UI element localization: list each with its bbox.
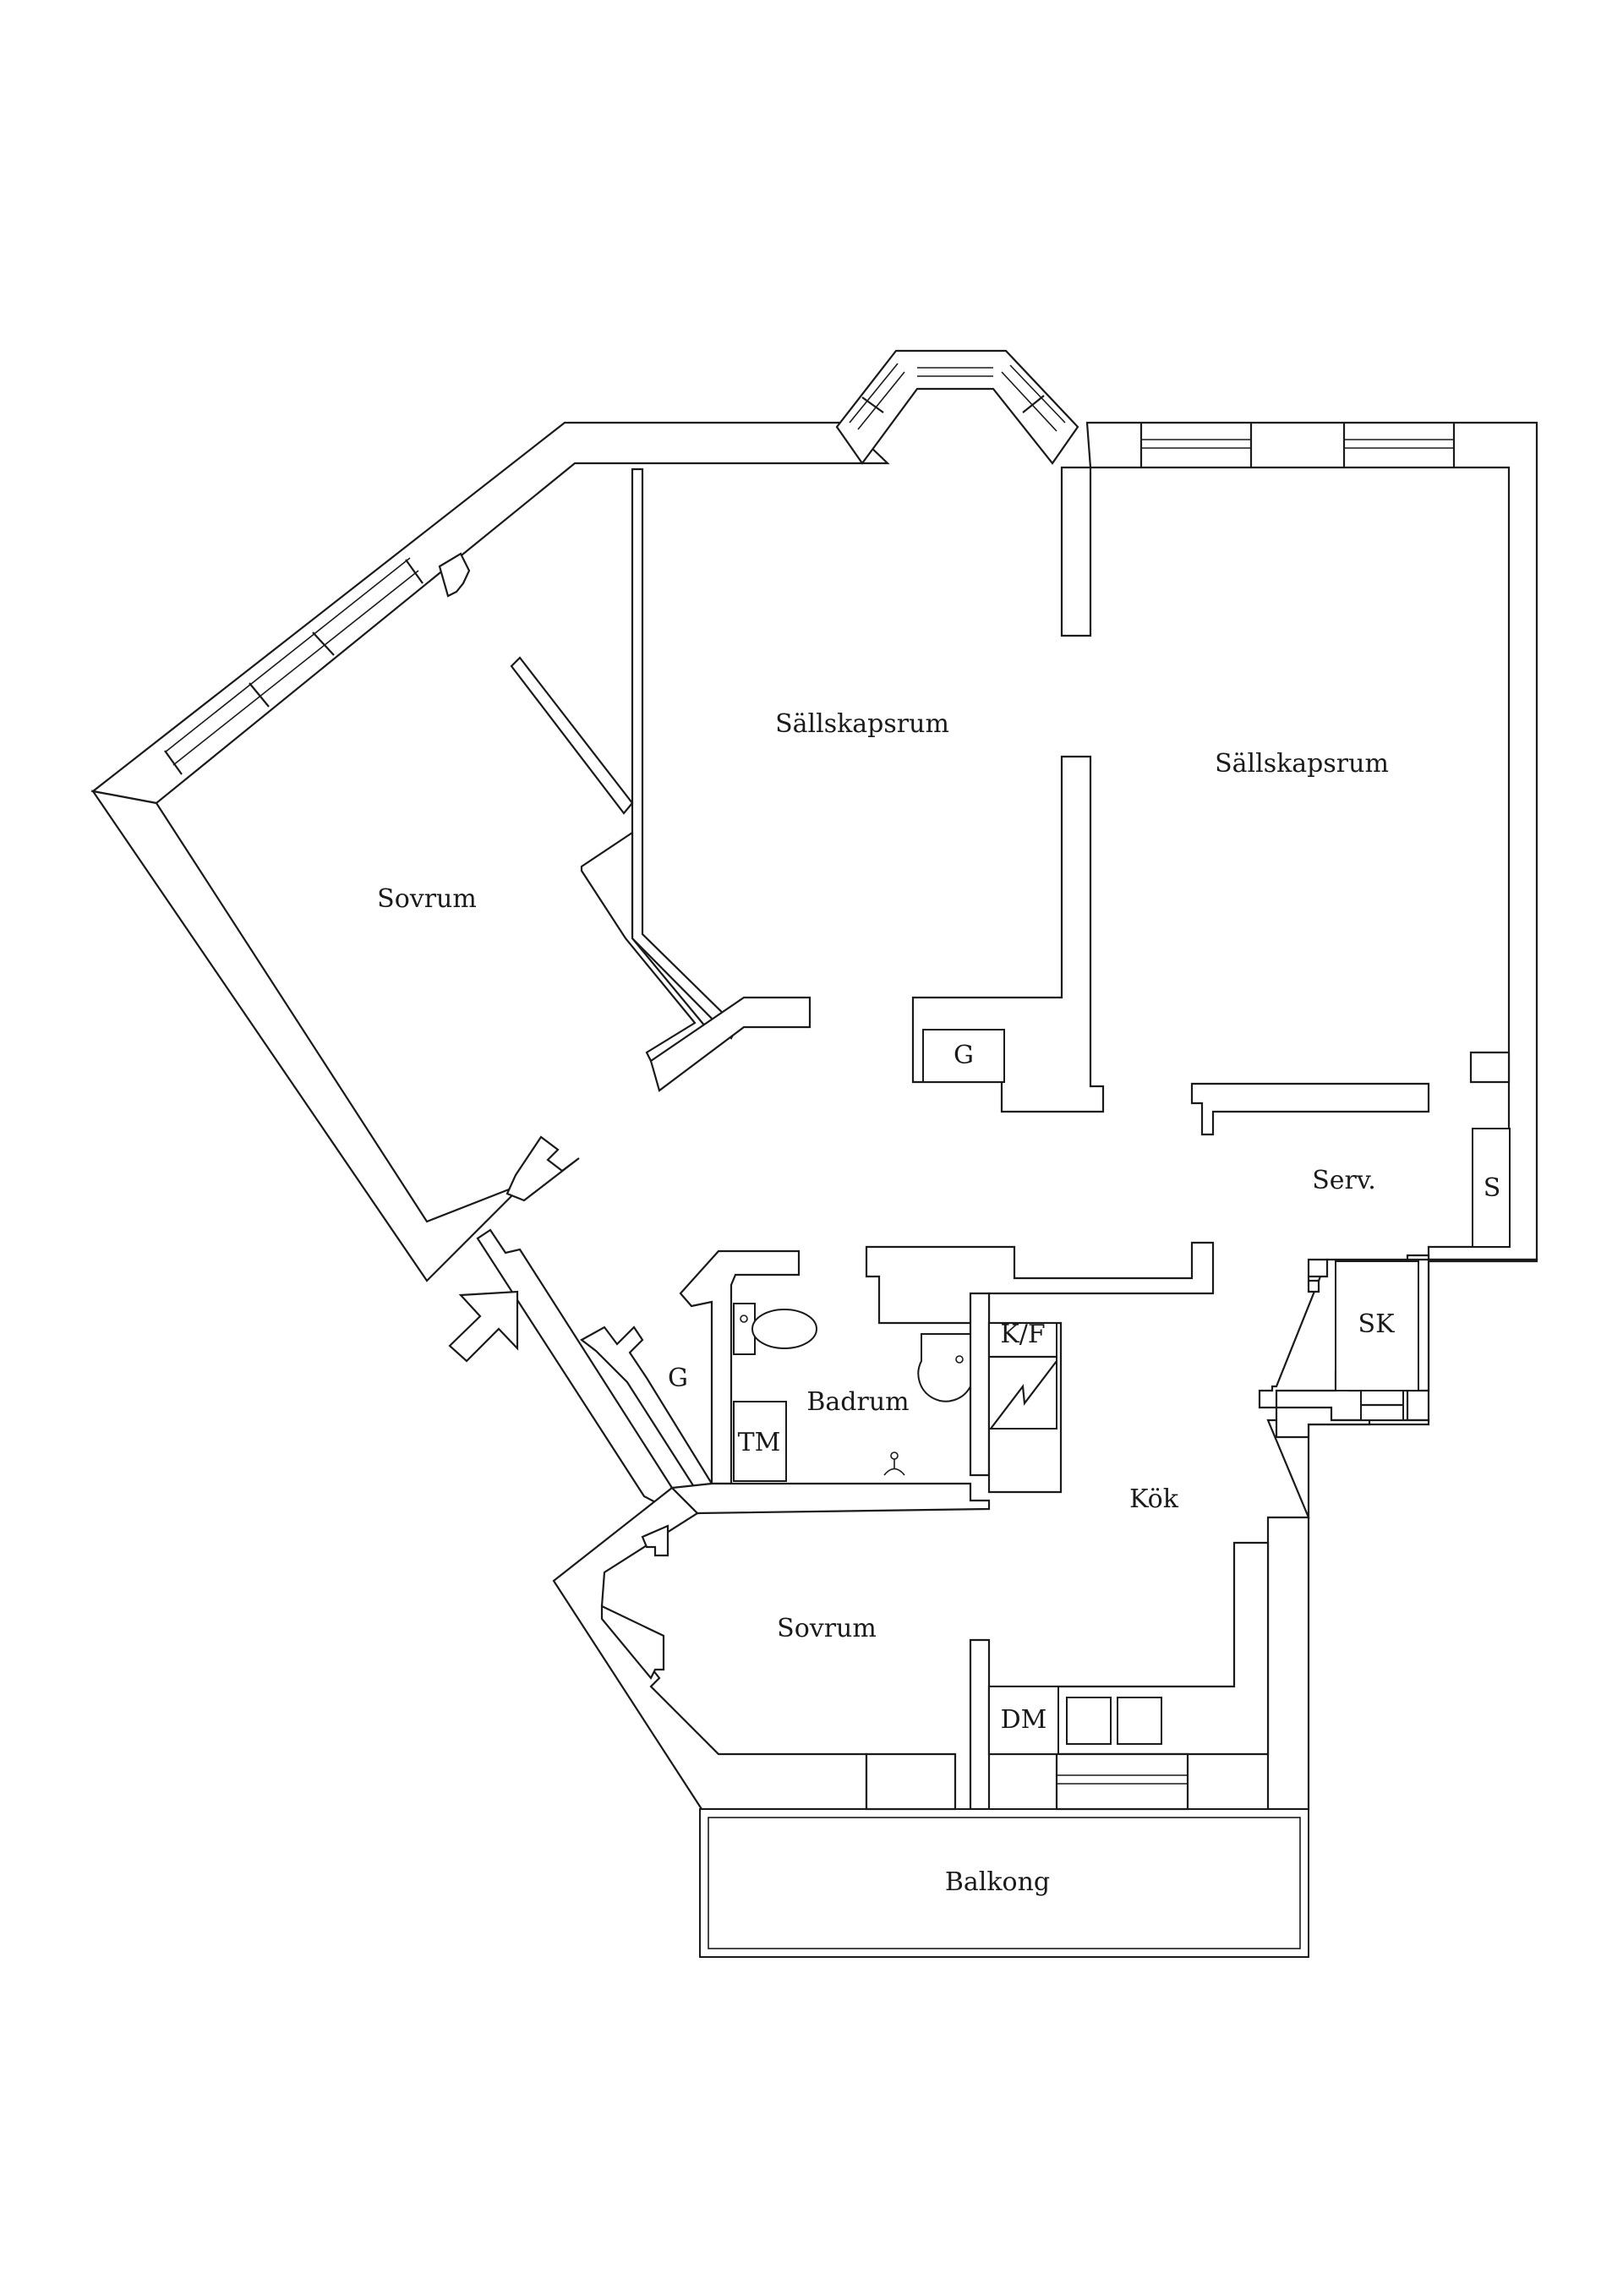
label-sk: SK <box>1358 1309 1396 1339</box>
label-sovrum-2: Sovrum <box>777 1614 877 1643</box>
wall-sovrum-sallskap <box>631 467 739 1040</box>
outer-walls <box>90 349 1538 1811</box>
wall-sovrum2-left <box>600 1604 665 1681</box>
sk-box <box>1335 1260 1419 1391</box>
label-s-closet: S <box>1484 1173 1501 1203</box>
lightning-icon <box>990 1360 1057 1430</box>
stove-icon <box>1066 1697 1162 1745</box>
wall-sovrum2-stub <box>641 1524 669 1557</box>
wall-badrum-top <box>679 1249 801 1485</box>
wall-sovrum-closet <box>580 830 708 1063</box>
wall-sallskap-bottom <box>649 996 812 1092</box>
wall-sk-stub <box>1307 1258 1329 1293</box>
label-badrum: Badrum <box>806 1387 909 1417</box>
windows-bay <box>849 363 1066 432</box>
label-sovrum-1: Sovrum <box>377 884 477 914</box>
wall-sw <box>552 1486 868 1811</box>
wall-sovrum2-kitchen <box>969 1638 991 1811</box>
tm-box <box>733 1401 787 1482</box>
label-sallskapsrum-2: Sällskapsrum <box>1215 749 1389 779</box>
wall-bay <box>835 349 1079 465</box>
balcony <box>699 1808 1309 1958</box>
wall-nw-diagonal <box>90 421 890 805</box>
wall-badrum-bottom <box>669 1482 991 1515</box>
label-sallskapsrum-1: Sällskapsrum <box>775 709 949 739</box>
wall-hall-g <box>579 1326 713 1494</box>
wall-east <box>1085 421 1538 1261</box>
wall-entry <box>476 1228 700 1515</box>
wall-hall-top-left <box>505 1135 580 1202</box>
interior-walls <box>505 466 1511 1811</box>
wall-badrum-kitchen-top <box>865 1241 1215 1325</box>
label-kok: Kök <box>1129 1484 1179 1514</box>
label-tm: TM <box>738 1428 781 1457</box>
toilet-icon <box>733 1303 817 1355</box>
label-dm: DM <box>1001 1705 1047 1735</box>
sink-icon <box>917 1333 971 1402</box>
windows-bottom <box>865 1752 1189 1811</box>
label-g-closet-1: G <box>954 1041 974 1070</box>
label-kf: K/F <box>1000 1320 1045 1349</box>
label-g-closet-2: G <box>668 1364 688 1393</box>
windows-nw <box>164 552 471 775</box>
wall-sovrum-slant <box>510 656 634 815</box>
g-closet-1 <box>922 1029 1005 1083</box>
windows-top-right <box>1139 423 1456 467</box>
s-closet <box>1472 1128 1511 1248</box>
wall-sallskap-divider-bottom <box>911 755 1105 1113</box>
dm-box <box>988 1686 1059 1755</box>
wall-west <box>90 790 525 1282</box>
wall-sallskap-divider-top <box>1060 466 1092 637</box>
entrance-arrow-icon <box>448 1290 519 1363</box>
label-serv: Serv. <box>1312 1166 1376 1195</box>
wall-badrum-right <box>969 1292 991 1477</box>
wall-kitchen-right <box>1266 1419 1430 1811</box>
floor-drain-icon <box>883 1451 905 1476</box>
wall-serv-top <box>1190 1082 1430 1136</box>
wall-east-lower <box>1427 1258 1538 1263</box>
label-balkong: Balkong <box>945 1867 1050 1897</box>
wall-sallskap-right-bottom <box>1469 1051 1511 1084</box>
